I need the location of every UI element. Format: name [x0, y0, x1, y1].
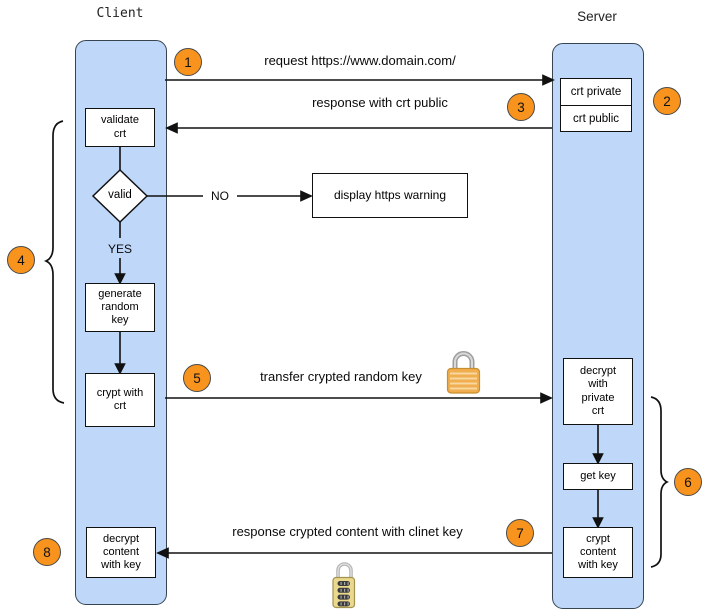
step-badge-2: 2	[653, 87, 681, 115]
arrowhead-down	[592, 453, 604, 465]
node-decrypt-with-private-crt: decrypt with private crt	[563, 358, 633, 425]
no-branch-label: NO	[203, 189, 237, 203]
server-steps-brace	[650, 396, 669, 568]
arrow-response-crt-public	[165, 122, 552, 134]
message-request: request https://www.domain.com/	[264, 53, 456, 68]
node-get-key: get key	[563, 463, 633, 490]
step-badge-1: 1	[174, 48, 202, 76]
step-badge-8: 8	[33, 538, 61, 566]
step-badge-5: 5	[183, 364, 211, 392]
message-response-crypted-content: response crypted content with clinet key	[232, 524, 463, 539]
yes-branch-label: YES	[107, 242, 132, 256]
arrow-transfer-key	[165, 392, 553, 404]
step-badge-6: 6	[674, 468, 702, 496]
arrowhead-down	[114, 273, 126, 285]
node-display-https-warning: display https warning	[312, 173, 468, 218]
arrowhead-right	[300, 190, 313, 202]
arrow-response-content	[156, 547, 552, 559]
client-lane-title: Client	[96, 6, 144, 21]
step-badge-7: 7	[506, 519, 534, 547]
node-valid-diamond-label: valid	[108, 189, 132, 201]
node-crypt-content-with-key: crypt content with key	[563, 527, 633, 578]
arrow-decrypt-to-getkey	[592, 425, 604, 465]
arrowhead-down	[114, 363, 126, 375]
server-crt-table: crt private crt public	[560, 78, 632, 132]
arrow-getkey-to-crypt	[592, 490, 604, 529]
node-crt-public: crt public	[561, 105, 631, 131]
node-generate-random-key: generate random key	[85, 283, 155, 332]
node-validate-crt: validate crt	[85, 108, 155, 147]
step-badge-3: 3	[507, 93, 535, 121]
valid-decision-diamond	[91, 168, 149, 224]
arrowhead-right	[540, 392, 553, 404]
node-crt-private: crt private	[570, 86, 622, 98]
message-transfer-crypted-random-key: transfer crypted random key	[260, 369, 422, 384]
padlock-closed-icon	[446, 351, 481, 394]
arrow-request	[165, 74, 555, 86]
arrowhead-left	[156, 547, 169, 559]
arrowhead-down	[592, 517, 604, 529]
message-response-crt-public: response with crt public	[312, 95, 448, 110]
client-steps-brace	[43, 120, 65, 404]
server-lane-title: Server	[577, 9, 617, 24]
arrow-generate-to-crypt	[114, 332, 126, 375]
arrowhead-left	[165, 122, 178, 134]
node-crypt-with-crt: crypt with crt	[85, 373, 155, 427]
step-badge-4: 4	[7, 246, 35, 274]
arrow-yes-branch	[114, 258, 126, 285]
combination-lock-icon	[332, 562, 356, 609]
node-decrypt-content-with-key: decrypt content with key	[86, 527, 156, 578]
arrowhead-right	[542, 74, 555, 86]
